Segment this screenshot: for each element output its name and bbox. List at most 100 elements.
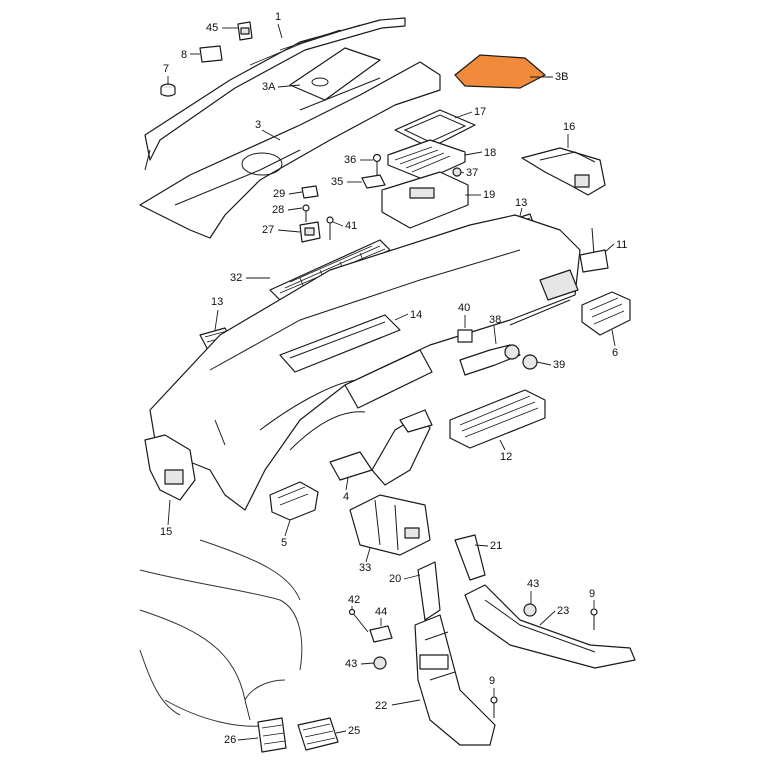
callout-label-15: 15	[160, 526, 172, 538]
part-12-center-vent	[449, 389, 546, 449]
part-40-grommet	[457, 329, 473, 343]
callout-label-14: 14	[410, 309, 422, 321]
part-6-right-vent	[581, 291, 631, 336]
leader-line-20	[403, 574, 421, 580]
leader-line-23	[539, 610, 556, 626]
callout-label-42: 42	[348, 594, 360, 606]
callout-label-5: 5	[281, 537, 287, 549]
part-25-rear-vent-right	[297, 717, 339, 751]
callout-label-35: 35	[331, 176, 343, 188]
callout-label-27: 27	[262, 224, 274, 236]
leader-line-26	[237, 737, 259, 741]
callout-label-17: 17	[474, 106, 486, 118]
part-3b-highlighted-cover	[454, 54, 547, 89]
callout-label-3A: 3A	[262, 81, 276, 93]
leader-line-13b	[214, 309, 219, 331]
part-3a-cover-panel	[289, 47, 381, 101]
callout-label-18: 18	[484, 147, 496, 159]
callout-label-21: 21	[490, 540, 502, 552]
part-45-clip	[237, 21, 253, 41]
leader-line-11	[604, 243, 615, 253]
callout-label-3: 3	[255, 119, 261, 131]
part-39-cap	[522, 354, 538, 370]
leader-line-18	[464, 151, 483, 156]
leader-line-27	[277, 229, 301, 233]
part-36-screw	[372, 153, 382, 175]
part-27-bracket	[299, 221, 321, 243]
callout-label-4: 4	[343, 491, 349, 503]
callout-label-13b: 13	[211, 296, 223, 308]
part-4-center-duct	[329, 409, 433, 486]
part-29-clip	[301, 185, 319, 199]
leader-line-37	[460, 171, 465, 174]
part-19-filter-housing	[381, 171, 469, 229]
callout-label-32: 32	[230, 272, 242, 284]
leader-line-6	[611, 329, 616, 347]
leader-line-3A	[277, 84, 301, 88]
part-41-screw	[326, 216, 334, 240]
leader-line-4	[345, 477, 349, 491]
callout-label-3B: 3B	[555, 71, 568, 83]
callout-label-44: 44	[375, 606, 387, 618]
leader-line-33	[365, 547, 371, 563]
vehicle-body-outline	[139, 539, 303, 727]
callout-label-40: 40	[458, 302, 470, 314]
callout-label-43a: 43	[527, 578, 539, 590]
part-43-clip-right	[523, 603, 537, 617]
part-35-bracket	[361, 174, 386, 189]
leader-line-3	[261, 129, 281, 141]
callout-label-11: 11	[616, 239, 627, 251]
dashboard-main-body	[149, 214, 581, 511]
callout-label-23: 23	[557, 605, 569, 617]
part-14-center-cover	[279, 314, 401, 373]
part-8-bracket	[199, 45, 223, 63]
leader-line-1	[277, 23, 283, 39]
callout-label-29: 29	[273, 188, 285, 200]
leader-line-15	[167, 499, 171, 526]
part-43-clip-left	[373, 656, 387, 670]
leader-line-5	[284, 519, 291, 537]
part-23-rear-duct	[464, 584, 636, 669]
callout-label-37: 37	[466, 167, 478, 179]
part-1-upper-trim-strip	[144, 17, 406, 171]
part-11-sensor	[579, 227, 609, 273]
leader-line-22	[391, 699, 421, 706]
part-15-left-duct	[144, 434, 196, 501]
callout-label-19: 19	[483, 189, 495, 201]
part-44-connector	[369, 625, 393, 643]
callout-label-9a: 9	[589, 588, 595, 600]
part-16-right-air-duct	[521, 147, 606, 196]
part-37-nut	[452, 167, 462, 177]
callout-label-41: 41	[345, 220, 357, 232]
leader-line-13a	[519, 207, 523, 217]
callout-label-13a: 13	[515, 197, 527, 209]
part-42-rod	[348, 608, 369, 633]
callout-label-16: 16	[563, 121, 575, 133]
part-9-screw-lower	[490, 696, 498, 718]
callout-label-38: 38	[489, 314, 501, 326]
callout-label-9b: 9	[489, 675, 495, 687]
part-17-filter-cover	[394, 109, 476, 149]
callout-label-22: 22	[375, 700, 387, 712]
leader-line-21	[474, 544, 489, 547]
leader-line-38	[493, 325, 497, 345]
callout-label-26: 26	[224, 734, 236, 746]
callout-layer: 133A3B4567899111213131415161718192021222…	[160, 11, 627, 746]
part-20-duct	[417, 561, 441, 621]
leader-line-25	[335, 730, 347, 734]
callout-label-6: 6	[612, 347, 618, 359]
callout-label-1: 1	[275, 11, 281, 23]
part-33-heater-unit	[349, 494, 431, 556]
callout-label-8: 8	[181, 49, 187, 61]
leader-line-43b	[360, 662, 375, 665]
part-38-sensor-tube	[459, 344, 521, 376]
callout-label-7: 7	[163, 63, 169, 75]
part-7-grommet	[160, 83, 176, 97]
callout-label-45: 45	[206, 22, 218, 34]
callout-label-12: 12	[500, 451, 512, 463]
callout-label-33: 33	[359, 562, 371, 574]
part-28-screw	[302, 204, 310, 222]
part-3-dash-top-cover	[139, 61, 441, 239]
part-9-screw-right	[590, 608, 598, 630]
